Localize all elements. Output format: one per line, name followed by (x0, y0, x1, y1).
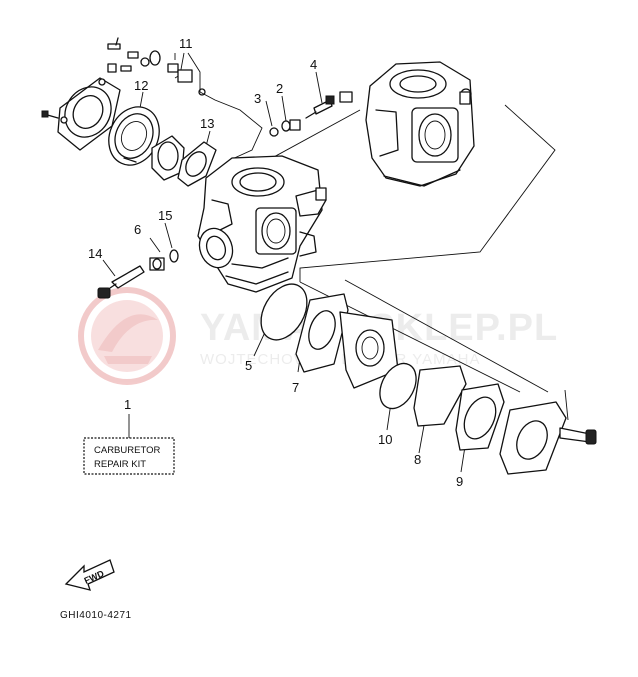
watermark-logo-icon (78, 287, 176, 385)
callout-9: 9 (456, 474, 463, 489)
carburetor-body-secondary (339, 61, 475, 187)
callout-2: 2 (276, 81, 283, 96)
parts-2-3-4 (269, 95, 335, 137)
callout-1: 1 (124, 397, 131, 412)
drawing-code: GHI4010-4271 (60, 610, 132, 621)
callout-10: 10 (378, 432, 392, 447)
callout-6: 6 (134, 222, 141, 237)
callout-numbers: 1 2 3 4 5 6 7 8 9 10 11 12 13 14 15 (88, 36, 463, 489)
parts-6-14-15 (97, 249, 179, 299)
part-13-gasket (177, 141, 217, 187)
repair-kit-line2: REPAIR KIT (94, 459, 146, 470)
repair-kit-line1: CARBURETOR (94, 445, 160, 456)
part-12-diaphragm (41, 77, 185, 181)
carburetor-body-main (197, 155, 327, 293)
parts-5-7 (260, 283, 399, 389)
callout-8: 8 (414, 452, 421, 467)
callout-3: 3 (254, 91, 261, 106)
callout-7: 7 (292, 380, 299, 395)
callout-5: 5 (245, 358, 252, 373)
callout-12: 12 (134, 78, 148, 93)
watermark-subtitle: WOJTECHOWSKI DEALER YAMAHA (200, 351, 480, 368)
callout-15: 15 (158, 208, 172, 223)
repair-kit-box: CARBURETOR REPAIR KIT (83, 437, 175, 475)
callout-11: 11 (179, 36, 193, 51)
parts-8-9-10 (379, 362, 597, 475)
fwd-arrow-icon: FWD (64, 559, 115, 591)
callout-4: 4 (310, 57, 317, 72)
part-11-jets (107, 37, 206, 96)
callout-13: 13 (200, 116, 214, 131)
callout-14: 14 (88, 246, 102, 261)
